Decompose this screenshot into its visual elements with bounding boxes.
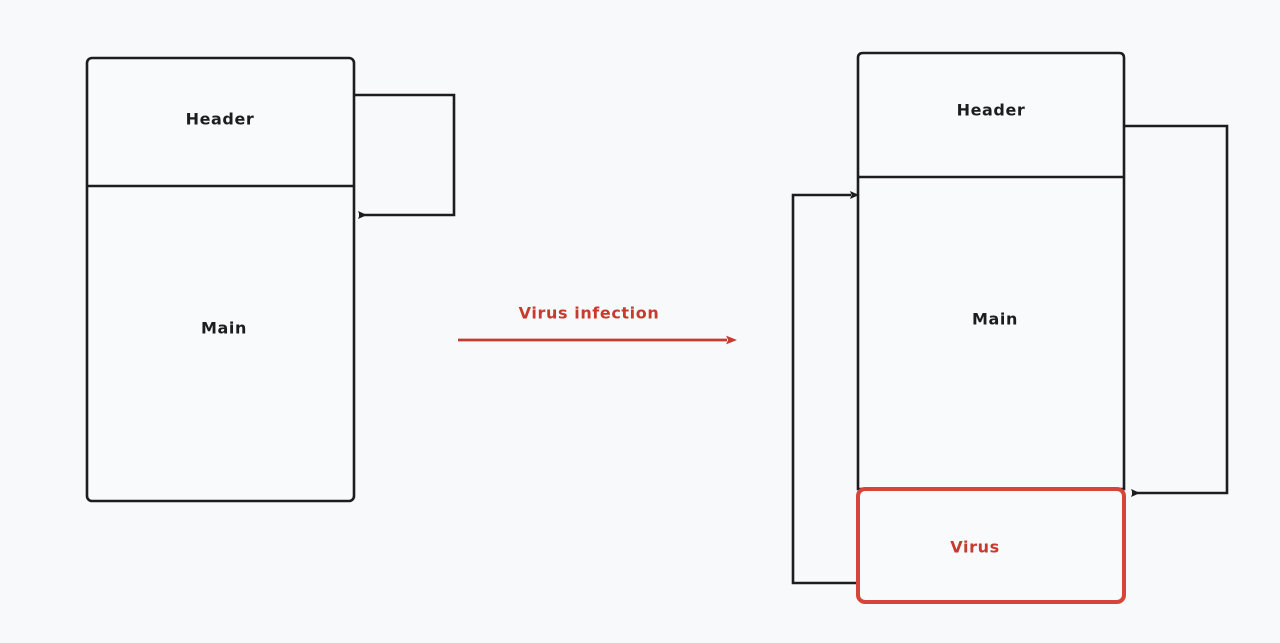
healthy-header-to-main-connector xyxy=(353,93,456,219)
healthy-page-layout xyxy=(85,56,456,503)
healthy-page-outline xyxy=(85,56,356,503)
virus-box xyxy=(856,487,1126,604)
infected-page-layout xyxy=(791,51,1229,604)
virus-to-main-connector xyxy=(791,191,859,585)
main-to-virus-connector xyxy=(1124,124,1229,497)
infected-page-outline xyxy=(856,51,1126,491)
